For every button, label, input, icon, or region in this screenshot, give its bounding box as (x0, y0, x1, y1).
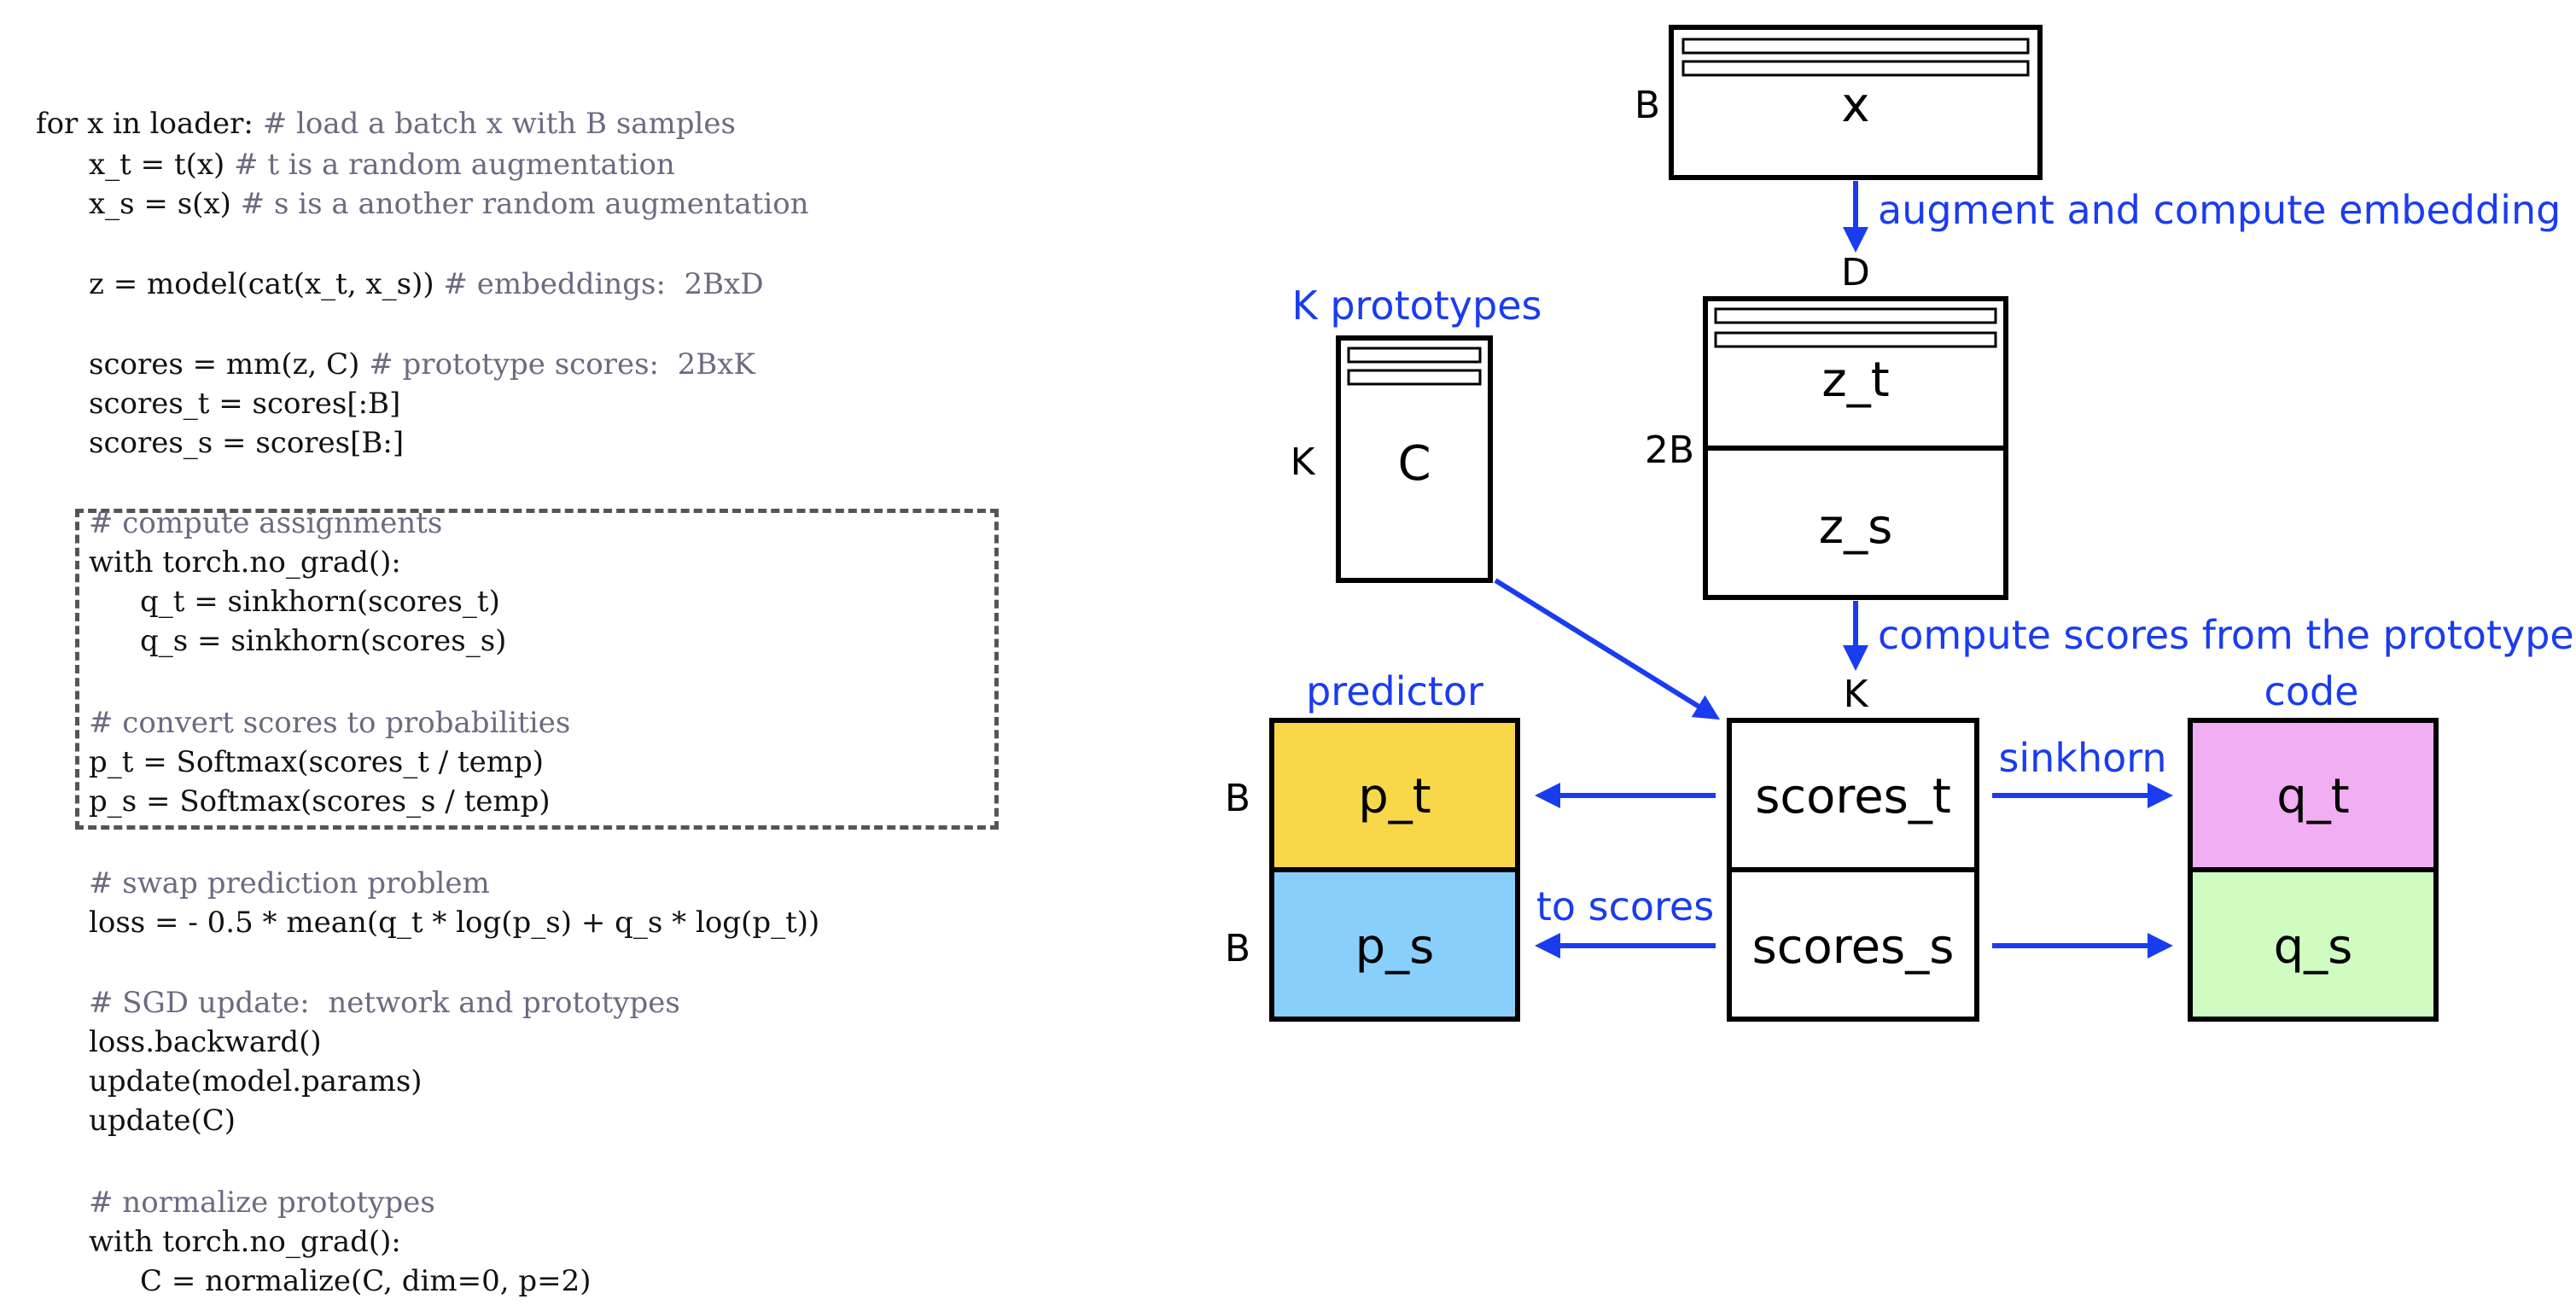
prototypes-row-2 (1347, 369, 1482, 386)
code-line-ps: p_s = Softmax(scores_s / temp) (89, 784, 551, 819)
assignment-dashed-box (75, 509, 999, 830)
x-dim-label: B (1635, 84, 1660, 127)
embedding-z-block: D z_t z_s 2B (1645, 251, 2008, 600)
z-s-label: z_s (1819, 499, 1893, 555)
code-line-comment-swap: # swap prediction problem (89, 864, 490, 903)
code-comment: # compute assignments (89, 506, 443, 540)
code-comment: # load a batch x with B samples (262, 107, 736, 141)
code-line-loop: for x in loader: # load a batch x with B… (36, 104, 736, 143)
x-row-1 (1681, 38, 2030, 55)
code-line-scores-s: scores_s = scores[B:] (89, 426, 405, 460)
code-comment: # swap prediction problem (89, 866, 490, 900)
code-text: z = model(cat(x_t, x_s)) (89, 267, 444, 301)
scores-t-label: scores_t (1755, 769, 1951, 824)
code-comment: # SGD update: network and prototypes (89, 986, 680, 1020)
code-line-comment-probs: # convert scores to probabilities (89, 703, 570, 743)
z-row-1 (1714, 307, 1997, 324)
code-line-qs: q_s = sinkhorn(scores_s) (140, 624, 507, 658)
scores-block: K scores_t scores_s (1727, 673, 1979, 1022)
code-comment: # t is a random augmentation (234, 148, 675, 182)
codes-block: q_t q_s (2188, 718, 2439, 1022)
z-dim-side: 2B (1645, 428, 1694, 472)
p-s-label: p_s (1355, 919, 1435, 975)
p-s-dim: B (1225, 927, 1250, 970)
prototypes-to-scores-arrow (1494, 578, 1721, 720)
compute-scores-label: compute scores from the prototype (1878, 612, 2574, 658)
x-label: x (1841, 78, 1869, 133)
code-text: for x in loader: (36, 107, 263, 141)
prototypes-title: K prototypes (1292, 283, 1542, 329)
augment-label: augment and compute embedding (1878, 187, 2561, 233)
z-t-label: z_t (1821, 353, 1889, 408)
code-line-xt: x_t = t(x) # t is a random augmentation (89, 145, 675, 184)
code-line-update-params: update(model.params) (89, 1064, 423, 1098)
q-t-box (2188, 718, 2439, 872)
code-line-scores: scores = mm(z, C) # prototype scores: 2B… (89, 345, 755, 384)
predictor-title: predictor (1306, 668, 1483, 714)
code-line-backward: loss.backward() (89, 1025, 322, 1059)
code-comment: # s is a another random augmentation (240, 187, 809, 221)
code-line-nograd-1: with torch.no_grad(): (89, 545, 401, 580)
code-line-qt: q_t = sinkhorn(scores_t) (140, 585, 500, 619)
code-comment: # normalize prototypes (89, 1186, 435, 1220)
code-line-comment-sgd: # SGD update: network and prototypes (89, 983, 680, 1023)
code-line-update-c: update(C) (89, 1104, 236, 1138)
input-x-block: x B (1635, 25, 2043, 180)
q-s-label: q_s (2274, 919, 2353, 975)
x-row-2 (1681, 60, 2030, 77)
code-text: scores = mm(z, C) (89, 347, 370, 382)
code-comment: # prototype scores: 2BxK (369, 347, 755, 382)
code-comment: # convert scores to probabilities (89, 706, 571, 740)
predictor-block: predictor p_t p_s B B (1225, 668, 1520, 1022)
code-line-comment-assign: # compute assignments (89, 504, 442, 543)
prototypes-row-1 (1347, 347, 1482, 364)
sinkhorn-label: sinkhorn (1998, 735, 2166, 781)
z-dim-top: D (1841, 251, 1870, 294)
prototypes-block: K prototypes C K (1291, 283, 1542, 583)
pseudocode-panel: for x in loader: # load a batch x with B… (0, 0, 1110, 1311)
code-comment: # embeddings: 2BxD (443, 267, 764, 301)
code-line-z: z = model(cat(x_t, x_s)) # embeddings: 2… (89, 265, 764, 304)
code-line-pt: p_t = Softmax(scores_t / temp) (89, 745, 545, 779)
prototypes-dim: K (1291, 440, 1316, 484)
prototypes-label: C (1397, 436, 1431, 492)
code-line-nograd-2: with torch.no_grad(): (89, 1225, 401, 1259)
code-text: x_t = t(x) (89, 148, 235, 182)
to-scores-label: to scores (1536, 883, 1714, 929)
code-text: x_s = s(x) (89, 187, 241, 221)
code-line-scores-t: scores_t = scores[:B] (89, 387, 401, 421)
scores-s-label: scores_s (1752, 919, 1955, 975)
codes-title: code (2264, 668, 2359, 714)
code-line-xs: x_s = s(x) # s is a another random augme… (89, 184, 809, 224)
code-line-loss: loss = - 0.5 * mean(q_t * log(p_s) + q_s… (89, 906, 820, 940)
p-s-box (1269, 867, 1520, 1022)
q-s-box (2188, 867, 2439, 1022)
scores-dim-top: K (1844, 673, 1869, 716)
code-line-comment-normalize: # normalize prototypes (89, 1183, 435, 1222)
code-line-normalize: C = normalize(C, dim=0, p=2) (140, 1264, 592, 1298)
z-row-2 (1714, 331, 1997, 348)
q-t-label: q_t (2276, 769, 2350, 824)
p-t-label: p_t (1358, 769, 1431, 824)
p-t-dim: B (1225, 777, 1250, 820)
